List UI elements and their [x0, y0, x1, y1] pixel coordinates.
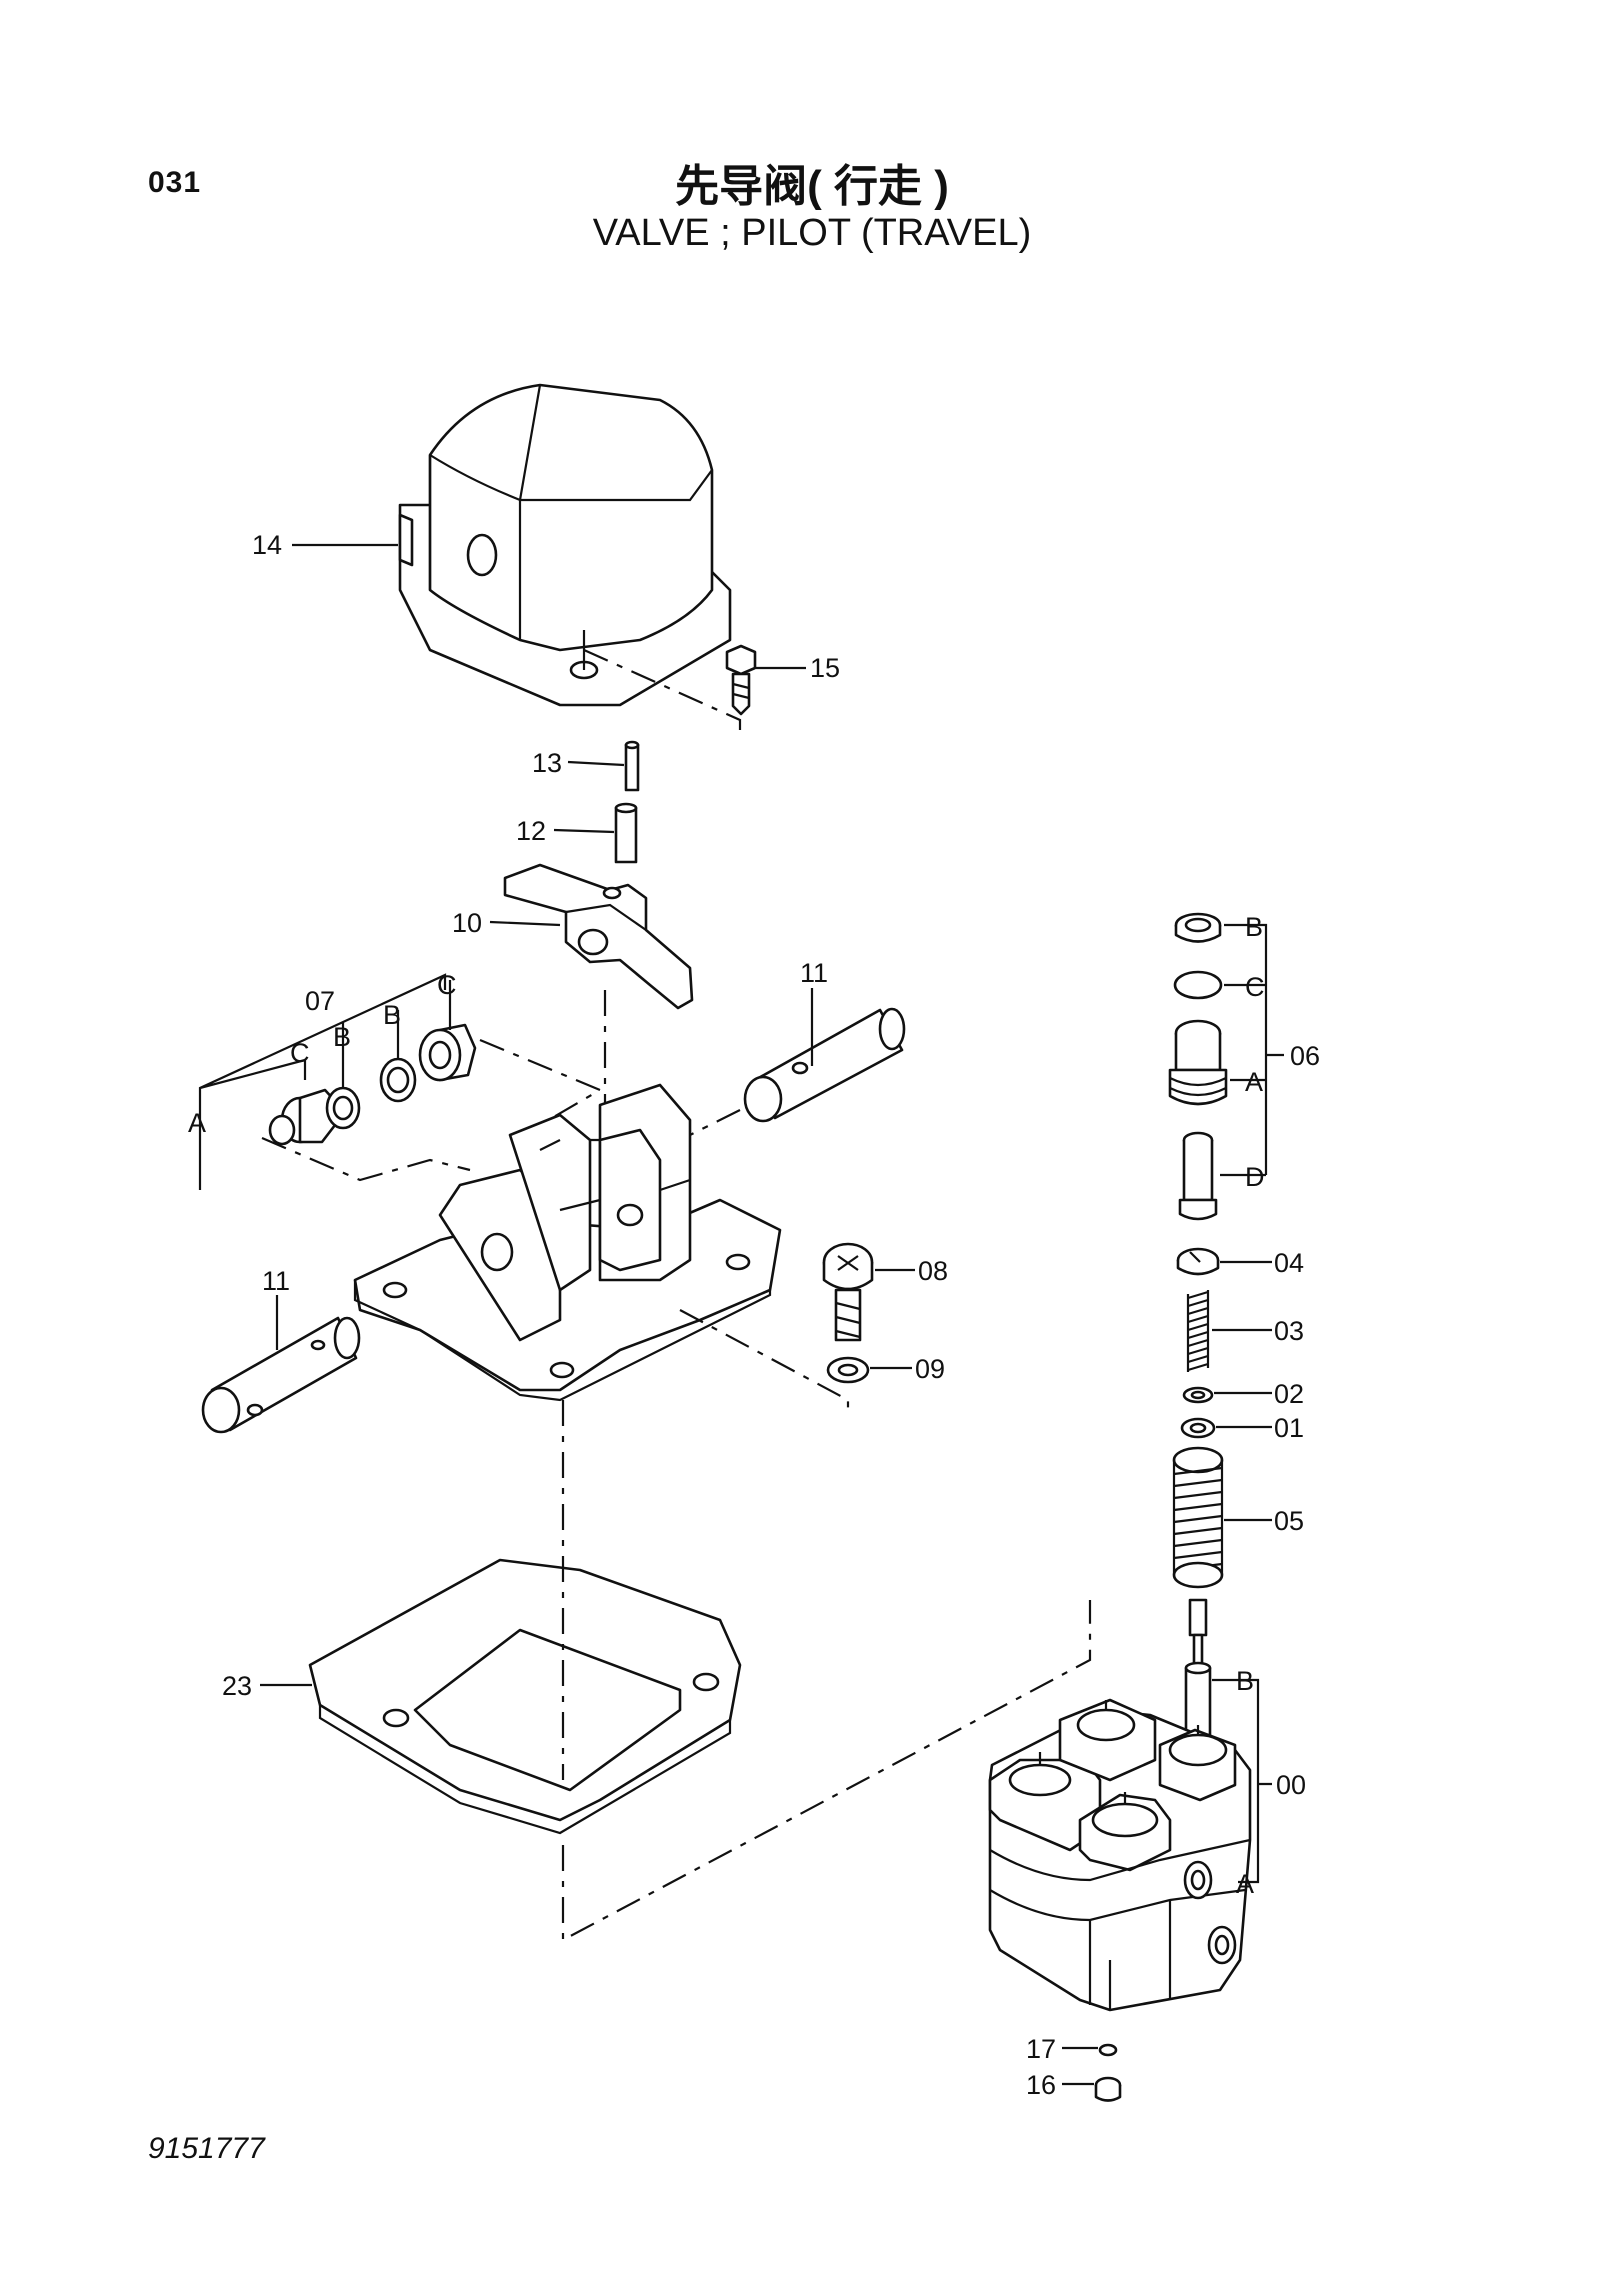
callout-07-C-right: C	[437, 970, 457, 1000]
pilot-valve-casing	[353, 1083, 782, 1402]
callout-07-A: A	[188, 1108, 206, 1138]
leader-12	[553, 828, 615, 834]
bushing-set-part-07	[268, 1023, 477, 1146]
callout-07-B-right: B	[383, 1000, 401, 1030]
leaders-04-05	[1212, 1260, 1272, 1522]
center-line-08	[679, 1309, 850, 1412]
bracket-00	[1212, 1678, 1272, 1884]
callout-06-B: B	[1245, 912, 1263, 942]
spring-part-03	[1186, 1290, 1210, 1372]
washer-part-02	[1182, 1386, 1214, 1404]
leader-10	[489, 920, 561, 927]
callout-10: 10	[452, 908, 482, 938]
center-line-bolt-15	[583, 648, 742, 730]
spring-part-05	[1172, 1446, 1224, 1589]
callout-06-D: D	[1245, 1162, 1265, 1192]
drawing-number: 9151777	[148, 2132, 265, 2165]
push-rod-part-06-D	[1178, 1131, 1218, 1221]
callout-15: 15	[810, 653, 840, 683]
plug-part-16	[1094, 2076, 1122, 2102]
seal-part-06-A	[1168, 1019, 1228, 1106]
callout-00-B: B	[1236, 1666, 1254, 1696]
cover-boot-part-14	[398, 383, 732, 707]
o-ring-part-06-C	[1173, 970, 1223, 1000]
callout-12: 12	[516, 816, 546, 846]
callout-06-C: C	[1245, 972, 1265, 1002]
callout-23: 23	[222, 1671, 252, 1701]
bushing-c-right	[418, 1023, 477, 1082]
callout-07-C-left: C	[290, 1038, 310, 1068]
diagram-title-chinese: 先导阀( 行走 )	[675, 162, 949, 211]
callout-14: 14	[252, 530, 282, 560]
valve-body-part-00-A	[988, 1698, 1252, 2012]
callout-16: 16	[1026, 2070, 1056, 2100]
callout-11-top: 11	[800, 958, 828, 988]
shaft-part-11-top	[743, 1007, 906, 1123]
callout-17: 17	[1026, 2034, 1056, 2064]
callout-04: 04	[1274, 1248, 1304, 1278]
bushing-c-left	[268, 1088, 347, 1146]
leaders-16-17	[1062, 2046, 1098, 2086]
callout-07: 07	[305, 986, 335, 1016]
bushing-b-right	[379, 1057, 417, 1103]
cam-part-10	[503, 863, 694, 1010]
plug-part-06-B	[1174, 912, 1222, 943]
leader-13	[567, 760, 625, 767]
callout-06-A: A	[1245, 1067, 1263, 1097]
o-ring-part-17	[1098, 2043, 1118, 2057]
callout-00: 00	[1276, 1770, 1306, 1800]
callout-05: 05	[1274, 1506, 1304, 1536]
callout-08: 08	[918, 1256, 948, 1286]
callout-09: 09	[915, 1354, 945, 1384]
washer-part-09	[826, 1356, 870, 1384]
pin-part-13	[624, 740, 640, 792]
center-line-gasket	[561, 1400, 1092, 1942]
callout-07-B-left: B	[333, 1022, 351, 1052]
bracket-07	[198, 973, 452, 1190]
callout-13: 13	[532, 748, 562, 778]
callout-03: 03	[1274, 1316, 1304, 1346]
bolt-part-15	[725, 644, 757, 716]
callout-01: 01	[1274, 1413, 1304, 1443]
bushing-b-left	[325, 1086, 361, 1130]
spool-part-00-B	[1184, 1598, 1212, 1737]
washer-part-01	[1180, 1417, 1216, 1439]
shaft-part-11-left	[201, 1316, 361, 1434]
callout-02: 02	[1274, 1379, 1304, 1409]
screw-part-08	[822, 1242, 874, 1342]
bracket-06	[1220, 923, 1284, 1177]
spring-seat-part-04	[1176, 1247, 1220, 1276]
diagram-title-english: VALVE ; PILOT (TRAVEL)	[592, 212, 1032, 254]
pin-part-12	[614, 802, 638, 864]
callout-00-A: A	[1236, 1869, 1254, 1899]
gasket-part-23	[308, 1558, 742, 1835]
callout-11-left: 11	[262, 1266, 290, 1296]
callout-06: 06	[1290, 1041, 1320, 1071]
page-number: 031	[148, 166, 202, 199]
